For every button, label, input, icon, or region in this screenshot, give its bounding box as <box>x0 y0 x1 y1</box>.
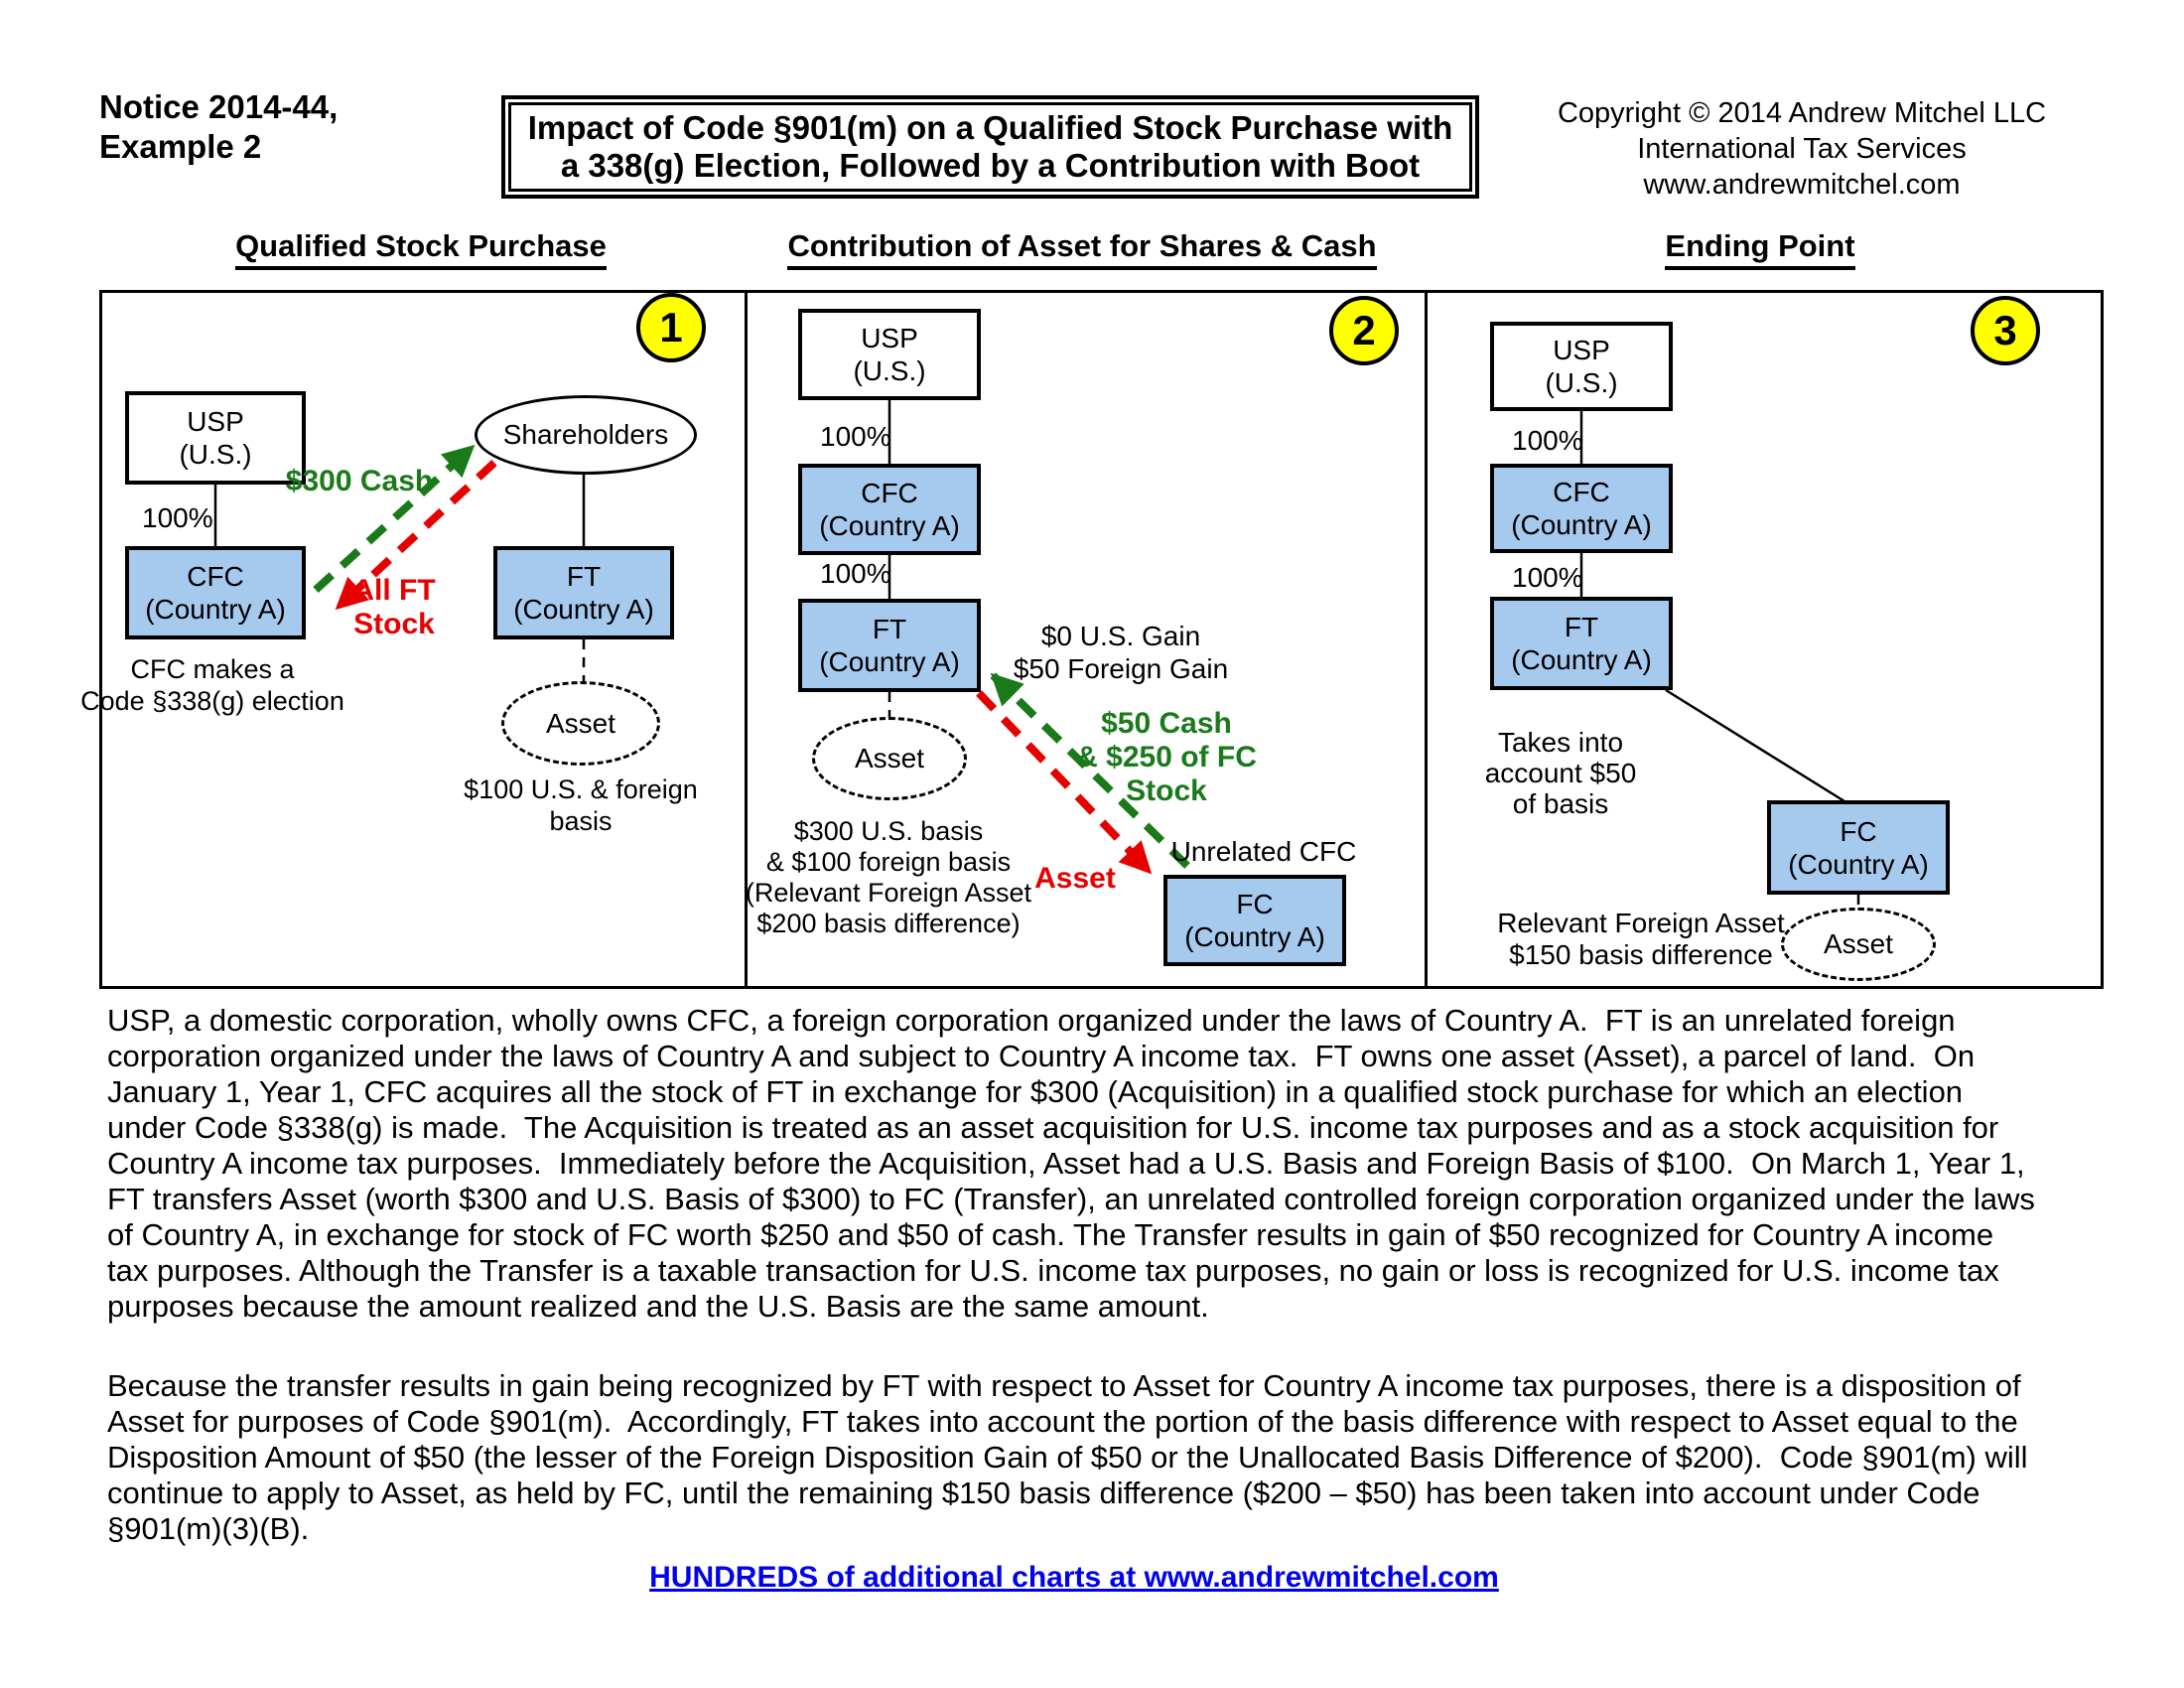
entity-ellipse-asset-3: Asset <box>1781 908 1936 981</box>
note-asset-basis-p2: $300 U.S. basis & $100 foreign basis (Re… <box>745 816 1032 938</box>
entity-box-cfc-1: CFC (Country A) <box>125 546 306 639</box>
ownership-label-p3-upper: 100% <box>1512 425 1583 456</box>
ownership-label-p1: 100% <box>142 502 213 533</box>
notice-label: Notice 2014-44, Example 2 <box>99 88 339 165</box>
ownership-label-p2-upper: 100% <box>820 421 891 452</box>
copyright-text: Copyright © 2014 Andrew Mitchel LLC Inte… <box>1557 97 2047 201</box>
column-header-contribution: Contribution of Asset for Shares & Cash <box>760 228 1404 270</box>
entity-box-ft-1: FT (Country A) <box>493 546 674 639</box>
arrow-label-consideration: $50 Cash & $250 of FC Stock <box>1076 707 1257 807</box>
column-header-ending-point: Ending Point <box>1438 228 2082 270</box>
entity-box-ft-2: FT (Country A) <box>798 599 981 692</box>
note-338g-election: CFC makes a Code §338(g) election <box>80 654 344 716</box>
note-takes-into-account: Takes into account $50 of basis <box>1484 727 1637 819</box>
column-header-qualified-stock-purchase: Qualified Stock Purchase <box>99 228 743 270</box>
ownership-label-p3-lower: 100% <box>1512 562 1583 593</box>
entity-box-usp-1: USP (U.S.) <box>125 391 306 485</box>
column-header-1-text: Qualified Stock Purchase <box>235 228 607 270</box>
footer: HUNDREDS of additional charts at www.and… <box>107 1561 2041 1595</box>
ownership-label-p2-lower: 100% <box>820 558 891 589</box>
column-header-2-text: Contribution of Asset for Shares & Cash <box>787 228 1377 270</box>
column-header-3-text: Ending Point <box>1665 228 1855 270</box>
entity-ellipse-shareholders: Shareholders <box>475 395 697 475</box>
note-asset-basis-p1: $100 U.S. & foreign basis <box>464 774 698 836</box>
entity-box-cfc-3: CFC (Country A) <box>1490 464 1673 553</box>
entity-box-usp-2: USP (U.S.) <box>798 309 981 400</box>
entity-box-usp-3: USP (U.S.) <box>1490 322 1673 411</box>
note-gain: $0 U.S. Gain $50 Foreign Gain <box>1013 621 1229 684</box>
page-title: Impact of Code §901(m) on a Qualified St… <box>508 102 1472 192</box>
step-badge-1: 1 <box>636 293 706 362</box>
step-badge-2: 2 <box>1329 296 1399 365</box>
entity-box-cfc-2: CFC (Country A) <box>798 464 981 555</box>
entity-ellipse-asset-2: Asset <box>812 717 967 800</box>
step-badge-3: 3 <box>1971 296 2040 365</box>
arrow-label-300-cash: $300 Cash <box>285 465 434 497</box>
entity-box-fc-2: FC (Country A) <box>1163 875 1346 966</box>
note-rfa-basis-difference: Relevant Foreign Asset $150 basis differ… <box>1497 908 1785 970</box>
additional-charts-link[interactable]: HUNDREDS of additional charts at www.and… <box>649 1561 1499 1594</box>
arrow-label-all-ft-stock: All FT Stock <box>352 574 436 640</box>
entity-box-ft-3: FT (Country A) <box>1490 597 1673 690</box>
entity-box-fc-3: FC (Country A) <box>1767 800 1950 895</box>
note-unrelated-cfc: Unrelated CFC <box>1170 836 1357 867</box>
entity-ellipse-asset-1: Asset <box>501 681 660 766</box>
body-paragraph-1: USP, a domestic corporation, wholly owns… <box>107 1003 2044 1324</box>
title-box: Impact of Code §901(m) on a Qualified St… <box>501 95 1479 199</box>
body-paragraph-2: Because the transfer results in gain bei… <box>107 1368 2037 1546</box>
